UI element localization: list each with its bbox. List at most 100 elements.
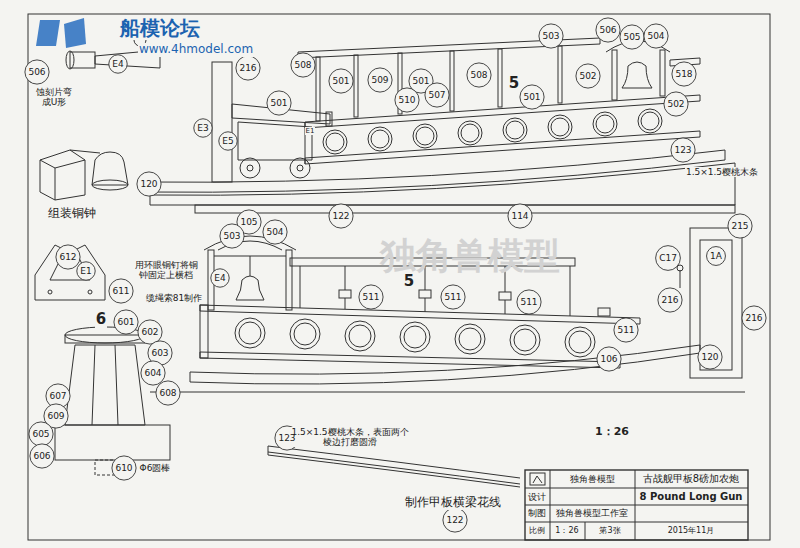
lower-deck-view [345, 266, 346, 309]
upper-deck-view [140, 38, 735, 213]
callout-number: 122 [331, 211, 350, 221]
callout-circle [728, 214, 752, 238]
lower-deck-view [290, 319, 320, 349]
callout-number: 122 [445, 515, 464, 525]
upper-deck-view [596, 115, 614, 133]
callout-circle [520, 85, 544, 109]
callout-circle [25, 60, 49, 84]
callout-circle [236, 56, 260, 80]
upper-deck-view [326, 112, 332, 126]
callout-number: 123 [277, 433, 296, 443]
fitting-detail [65, 335, 145, 343]
lower-deck-view [514, 329, 536, 351]
lower-deck-view [400, 322, 430, 352]
note-text: 蚀刻片弯成U形 [33, 87, 75, 108]
callout-number: 612 [58, 252, 77, 262]
callout-circle [112, 456, 136, 480]
callout-circle [329, 69, 353, 93]
callout-number: 106 [599, 354, 618, 364]
callout-circle [671, 138, 695, 162]
callout-circle [614, 318, 638, 342]
fitting-detail [48, 290, 52, 294]
callout-circle [742, 306, 766, 330]
callout-number: 504 [265, 227, 284, 237]
title-block [525, 505, 748, 506]
lower-deck-view [510, 325, 540, 355]
callout-circle [576, 64, 600, 88]
callout-number: 501 [331, 76, 350, 86]
callout-circle [368, 68, 392, 92]
note-text: 独角兽模型工作室 [555, 508, 629, 518]
callout-circle [508, 204, 532, 228]
callout-number: 610 [114, 463, 133, 473]
callout-number: 501 [411, 76, 430, 86]
upper-deck-view [368, 127, 392, 151]
callout-number: 606 [32, 451, 51, 461]
callout-number: 511 [519, 297, 538, 307]
lower-deck-view [690, 228, 742, 378]
callout-circle [359, 285, 383, 309]
callout-number: 607 [48, 391, 67, 401]
callout-number: 114 [510, 211, 529, 221]
callout-circle [656, 246, 681, 271]
fitting-detail [92, 345, 95, 425]
lower-deck-view [250, 256, 251, 276]
sheet-frame [28, 14, 770, 540]
note-text: 第3张 [598, 526, 621, 535]
note-text: 设计 [527, 492, 547, 502]
fitting-detail [88, 290, 92, 294]
callout-number: E5 [221, 136, 234, 146]
callout-number: 518 [674, 69, 693, 79]
callout-circle [441, 285, 465, 309]
lower-deck-view [286, 250, 292, 310]
callout-number: 608 [158, 388, 177, 398]
upper-deck-view [240, 158, 260, 178]
callout-circle [658, 288, 682, 312]
upper-deck-view [150, 163, 735, 205]
beam-moulding-detail [268, 452, 520, 484]
callout-circle [517, 290, 541, 314]
callout-circle [425, 83, 449, 107]
note-text: 制作甲板横梁花线 [404, 496, 502, 510]
callout-circle [30, 444, 54, 468]
callout-circle [443, 508, 467, 532]
callout-number: 602 [140, 327, 159, 337]
upper-deck-view [551, 118, 569, 136]
title-block [550, 470, 551, 540]
callout-number: 511 [443, 292, 462, 302]
callout-circle [137, 172, 161, 196]
callout-number: 609 [46, 411, 65, 421]
callout-number: 501 [269, 98, 288, 108]
lower-deck-view [570, 266, 571, 316]
upper-deck-view [548, 115, 572, 139]
callout-circle [329, 204, 353, 228]
upper-deck-view [450, 51, 454, 111]
lower-deck-view [190, 345, 700, 384]
note-text: 1.5×1.5樱桃木条，表面两个棱边打磨圆滑 [289, 427, 411, 448]
callout-circle [644, 24, 668, 48]
title-block [525, 470, 748, 540]
lower-deck-view [200, 305, 208, 358]
callout-number: 215 [730, 221, 749, 231]
forum-logo [36, 18, 86, 48]
callout-number: 506 [598, 25, 617, 35]
callout-number: 611 [111, 286, 130, 296]
callout-circle [156, 381, 180, 405]
note-text: Φ6圆棒 [139, 463, 172, 473]
upper-deck-view [290, 158, 310, 178]
callout-circle [664, 92, 688, 116]
callout-number: E4 [111, 59, 124, 69]
fitting-detail [115, 345, 118, 425]
callout-circle [114, 310, 138, 334]
upper-deck-view [461, 124, 479, 142]
upper-deck-view [354, 55, 358, 117]
callout-circle [56, 245, 80, 269]
upper-deck-view [622, 62, 652, 88]
beam-moulding-detail [268, 446, 269, 455]
callout-number: 502 [666, 99, 685, 109]
callout-number: 603 [150, 348, 169, 358]
fitting-detail [65, 345, 145, 425]
lower-deck-view [349, 325, 371, 347]
title-block [635, 470, 636, 540]
